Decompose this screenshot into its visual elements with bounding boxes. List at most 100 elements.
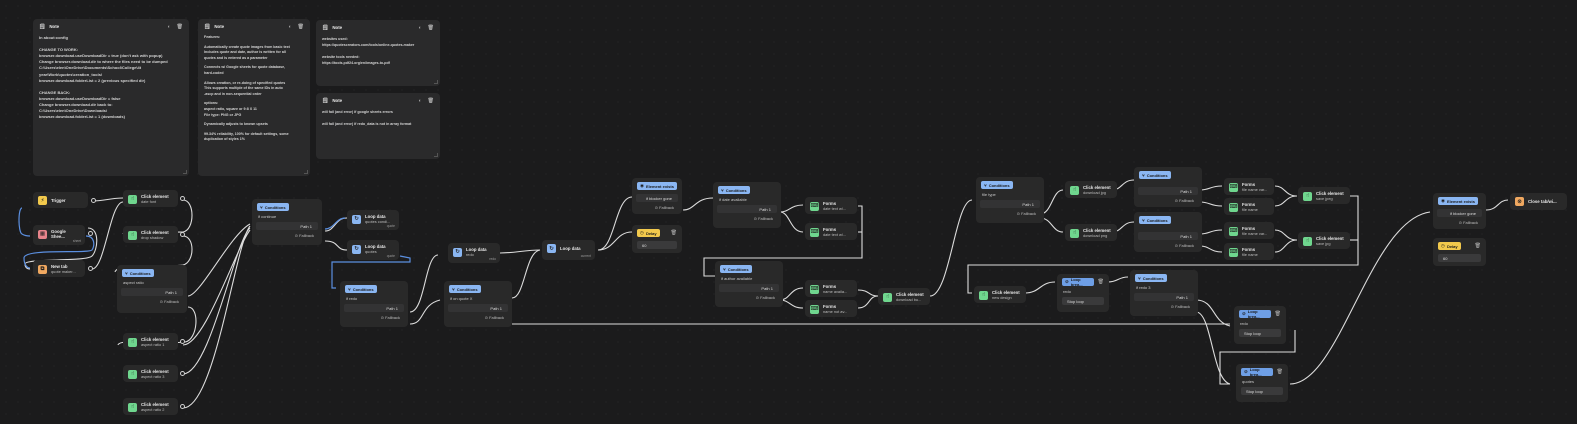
note-errors[interactable]: 🗒Note◐🗑 will fail (and error) if google … <box>316 93 440 159</box>
conditions-aspect-ratio-node[interactable]: ⑂Conditions aspect ratio Path 1 ⊙ Fallba… <box>117 265 187 313</box>
trigger-node[interactable]: ⚡Trigger <box>33 192 96 208</box>
resize-handle[interactable] <box>434 80 438 84</box>
trash-icon[interactable]: 🗑 <box>670 230 677 236</box>
loop-breakpoint-redo-node[interactable]: ⊘Loop brea...🗑 redo Stop loop <box>1057 274 1109 312</box>
output-port[interactable] <box>180 196 185 201</box>
conditions-redo-node[interactable]: ⑂Conditions if redo Path 1 ⊙ Fallback <box>340 281 408 327</box>
path-row[interactable]: Path 1 <box>1138 232 1198 240</box>
fallback-row[interactable]: ⊙ Fallback <box>713 213 781 224</box>
trash-icon[interactable]: 🗑 <box>427 98 434 104</box>
loop-breakpoint-redo-2-node[interactable]: ⊘Loop brea...🗑 redo Stop loop <box>1234 306 1286 344</box>
resize-handle[interactable] <box>434 153 438 157</box>
trash-icon[interactable]: 🗑 <box>1097 279 1104 285</box>
fallback-row[interactable]: ⊙ Fallback <box>632 202 682 213</box>
fallback-row[interactable]: ⊙ Fallback <box>444 312 512 323</box>
fallback-row[interactable]: ⊙ Fallback <box>1130 301 1198 312</box>
delay-node[interactable]: ◷Delay🗑 60 <box>632 225 682 253</box>
fallback-row[interactable]: ⊙ Fallback <box>976 208 1044 219</box>
path-row[interactable]: Path 1 <box>1134 293 1194 301</box>
loop-data-current-node[interactable]: ↻Loop data current <box>542 240 595 260</box>
path-row[interactable]: Path 1 <box>1138 187 1198 195</box>
stop-loop-option[interactable]: Stop loop <box>1241 387 1283 395</box>
trash-icon[interactable]: 🗑 <box>1276 369 1283 375</box>
fallback-row[interactable]: ⊙ Fallback <box>1134 195 1202 206</box>
conditions-redo-3-node[interactable]: ⑂Conditions if redo 3 Path 1 ⊙ Fallback <box>1130 270 1198 316</box>
fallback-row[interactable]: ⊙ Fallback <box>1134 240 1202 251</box>
output-port[interactable] <box>180 404 185 409</box>
output-port[interactable] <box>88 231 93 236</box>
conditions-date-node[interactable]: ⑂Conditions if date available Path 1 ⊙ F… <box>713 182 781 228</box>
fallback-row[interactable]: ⊙ Fallback <box>252 230 322 241</box>
element-exists-node[interactable]: ◉Element exists if blocker gone ⊙ Fallba… <box>632 178 682 214</box>
fallback-row[interactable]: ⊙ Fallback <box>1433 217 1486 228</box>
resize-handle[interactable] <box>304 170 308 174</box>
fallback-row[interactable]: ⊙ Fallback <box>340 312 408 323</box>
output-port[interactable] <box>180 339 185 344</box>
conditions-continue-node[interactable]: ⑂Conditions if continue Path 1 ⊙ Fallbac… <box>252 199 322 245</box>
delay-value[interactable]: 60 <box>637 241 677 249</box>
trash-icon[interactable]: 🗑 <box>297 24 304 30</box>
fallback-row[interactable]: ⊙ Fallback <box>117 296 187 307</box>
palette-icon[interactable]: ◐ <box>167 24 171 30</box>
fallback-row[interactable]: ⊙ Fallback <box>715 292 783 303</box>
trash-icon[interactable]: 🗑 <box>176 24 183 30</box>
path-row[interactable]: if blocker gone <box>636 194 678 202</box>
palette-icon[interactable]: ◐ <box>288 24 292 30</box>
note-websites[interactable]: 🗒Note◐🗑 websites used: https://quotescre… <box>316 20 440 86</box>
path-row[interactable]: Path 1 <box>719 284 779 292</box>
trash-icon[interactable]: 🗑 <box>1274 311 1281 317</box>
conditions-png-node[interactable]: ⑂Conditions Path 1 ⊙ Fallback <box>1134 212 1202 252</box>
note-config[interactable]: 🗒Note◐🗑 In about:config CHANGE TO WORK: … <box>33 19 189 176</box>
path-row[interactable]: Path 1 <box>256 222 318 230</box>
close-tab-node[interactable]: ⊗Close tab/wi... <box>1510 193 1567 210</box>
output-port[interactable] <box>180 232 185 237</box>
trash-icon[interactable]: 🗑 <box>427 25 434 31</box>
palette-icon[interactable]: ◐ <box>418 98 422 104</box>
resize-handle[interactable] <box>183 170 187 174</box>
conditions-jpg-node[interactable]: ⑂Conditions Path 1 ⊙ Fallback <box>1134 167 1202 207</box>
path-row[interactable]: Path 1 <box>121 288 183 296</box>
path-row[interactable]: Path 1 <box>448 304 508 312</box>
output-port[interactable] <box>180 371 185 376</box>
path-row[interactable]: Path 1 <box>717 205 777 213</box>
stop-loop-option[interactable]: Stop loop <box>1239 329 1281 337</box>
palette-icon[interactable]: ◐ <box>418 25 422 31</box>
conditions-file-type-node[interactable]: ⑂Conditions file type Path 1 ⊙ Fallback <box>976 177 1044 223</box>
stop-loop-option[interactable]: Stop loop <box>1062 297 1104 305</box>
trash-icon[interactable]: 🗑 <box>1474 243 1481 249</box>
path-row[interactable]: if blocker gone <box>1437 209 1482 217</box>
delay-value[interactable]: 60 <box>1438 254 1481 262</box>
note-features[interactable]: 🗒Note◐🗑 Features: Automatically create q… <box>198 19 310 176</box>
path-row[interactable]: Path 1 <box>344 304 404 312</box>
output-port[interactable] <box>88 266 93 271</box>
google-sheets-node[interactable]: ▦Google Shee... sheet <box>33 225 93 245</box>
conditions-author-node[interactable]: ⑂Conditions if author available Path 1 ⊙… <box>715 261 783 307</box>
delay-2-node[interactable]: ◷Delay🗑 60 <box>1433 238 1486 266</box>
path-row[interactable]: Path 1 <box>980 200 1040 208</box>
output-port[interactable] <box>91 198 96 203</box>
